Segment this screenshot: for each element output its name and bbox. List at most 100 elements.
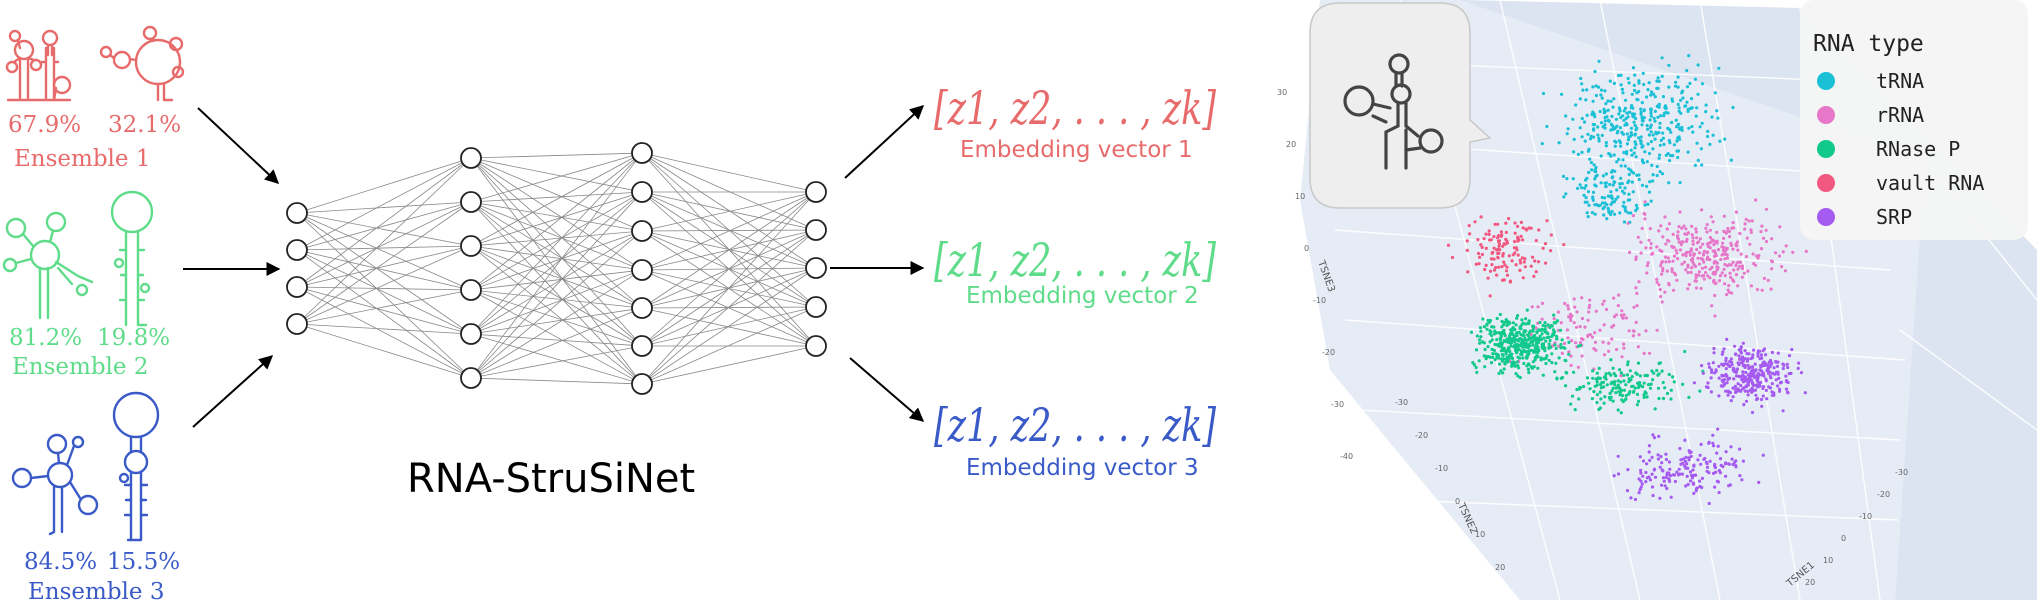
scatter-point xyxy=(1687,282,1691,287)
scatter-point xyxy=(1774,251,1778,255)
scatter-point xyxy=(1564,370,1568,375)
arrow xyxy=(844,105,925,179)
scatter-point xyxy=(1722,236,1726,240)
scatter-point xyxy=(1724,389,1728,393)
scatter-point xyxy=(1696,158,1700,162)
arrow xyxy=(197,107,280,184)
scatter-point xyxy=(1498,341,1502,345)
scatter-point xyxy=(1656,457,1660,461)
scatter-point xyxy=(1734,352,1738,356)
scatter-point xyxy=(1569,363,1573,367)
scatter-point xyxy=(1597,59,1601,63)
scatter-point xyxy=(1736,284,1740,288)
scatter-point xyxy=(1552,313,1556,317)
scatter-point xyxy=(1613,169,1617,173)
scatter-point xyxy=(1709,368,1714,372)
scatter-point xyxy=(1622,118,1626,122)
rna-icon-bubble xyxy=(1309,2,1492,209)
scatter-point xyxy=(1711,441,1715,445)
scatter-point xyxy=(1705,469,1709,473)
scatter-point xyxy=(1741,341,1745,345)
scatter-point xyxy=(1759,353,1763,357)
scatter-point xyxy=(1608,182,1612,187)
network-edge xyxy=(470,201,643,385)
scatter-point xyxy=(1544,361,1548,366)
scatter-point xyxy=(1512,334,1517,338)
scatter-point xyxy=(1769,287,1773,291)
scatter-point xyxy=(1634,142,1638,147)
network-edge xyxy=(296,157,472,288)
scatter-point xyxy=(1773,372,1777,376)
scatter-point xyxy=(1580,354,1584,358)
scatter-point xyxy=(1605,115,1609,119)
scatter-point xyxy=(1615,188,1619,192)
scatter-point xyxy=(1492,246,1496,250)
input-arrows xyxy=(183,107,281,428)
scatter-point xyxy=(1708,258,1712,262)
scatter-point xyxy=(1632,151,1636,155)
scatter-point xyxy=(1566,336,1570,340)
scatter-point xyxy=(1685,239,1689,243)
scatter-point xyxy=(1502,367,1506,371)
network-edge xyxy=(470,152,643,335)
scatter-point xyxy=(1671,473,1675,477)
scatter-point xyxy=(1770,382,1774,386)
scatter-point xyxy=(1609,373,1613,377)
scatter-point xyxy=(1650,163,1654,167)
scatter-point xyxy=(1616,129,1620,133)
scatter-point xyxy=(1741,358,1745,362)
scatter-point xyxy=(1640,226,1644,230)
network-edge xyxy=(296,201,472,325)
scatter-point xyxy=(1555,337,1559,341)
scatter-point xyxy=(1688,253,1692,257)
scatter-point xyxy=(1602,299,1606,303)
network-edge xyxy=(296,157,472,251)
scatter-point xyxy=(1737,354,1741,358)
scatter-point xyxy=(1673,84,1678,88)
scatter-point xyxy=(1580,82,1584,86)
network-edge xyxy=(470,157,643,385)
scatter-point xyxy=(1693,279,1697,283)
scatter-point xyxy=(1552,333,1556,337)
scatter-point xyxy=(1499,357,1503,361)
network-node xyxy=(631,181,653,203)
scatter-point xyxy=(1711,133,1715,137)
scatter-point xyxy=(1609,212,1613,217)
scatter-point xyxy=(1737,374,1741,378)
scatter-point xyxy=(1631,329,1635,333)
scatter-point xyxy=(1681,457,1685,461)
scatter-point xyxy=(1597,85,1601,89)
tick-label: -10 xyxy=(1435,464,1448,473)
network-edge xyxy=(470,191,643,291)
scatter-point xyxy=(1649,90,1654,94)
scatter-point xyxy=(1640,482,1644,486)
scatter-point xyxy=(1547,358,1551,362)
scatter-point xyxy=(1647,450,1651,454)
scatter-point xyxy=(1503,320,1507,324)
scatter-point xyxy=(1647,151,1652,156)
scatter-point xyxy=(1679,458,1683,462)
scatter-point xyxy=(1649,93,1653,97)
scatter-point xyxy=(1586,215,1590,219)
scatter-point xyxy=(1658,287,1662,292)
scatter-point xyxy=(1711,433,1715,437)
scatter-point xyxy=(1723,137,1727,141)
scatter-point xyxy=(1524,322,1528,326)
scatter-point xyxy=(1603,89,1607,93)
scatter-point xyxy=(1649,114,1653,118)
scatter-point xyxy=(1559,342,1563,347)
scatter-point xyxy=(1715,230,1719,234)
scatter-point xyxy=(1751,368,1755,372)
scatter-point xyxy=(1597,136,1601,140)
scatter-point xyxy=(1629,126,1633,130)
scatter-point xyxy=(1746,269,1750,273)
scatter-point xyxy=(1733,460,1737,464)
scatter-point xyxy=(1481,317,1485,321)
axis-ticks: 3020100-10-20-30-40-30-20-1001020-30-20-… xyxy=(1277,88,1908,601)
scatter-point xyxy=(1691,481,1695,485)
scatter-point xyxy=(1588,137,1593,141)
scatter-point xyxy=(1735,261,1739,265)
scatter-point xyxy=(1610,337,1614,341)
scatter-point xyxy=(1731,260,1735,264)
